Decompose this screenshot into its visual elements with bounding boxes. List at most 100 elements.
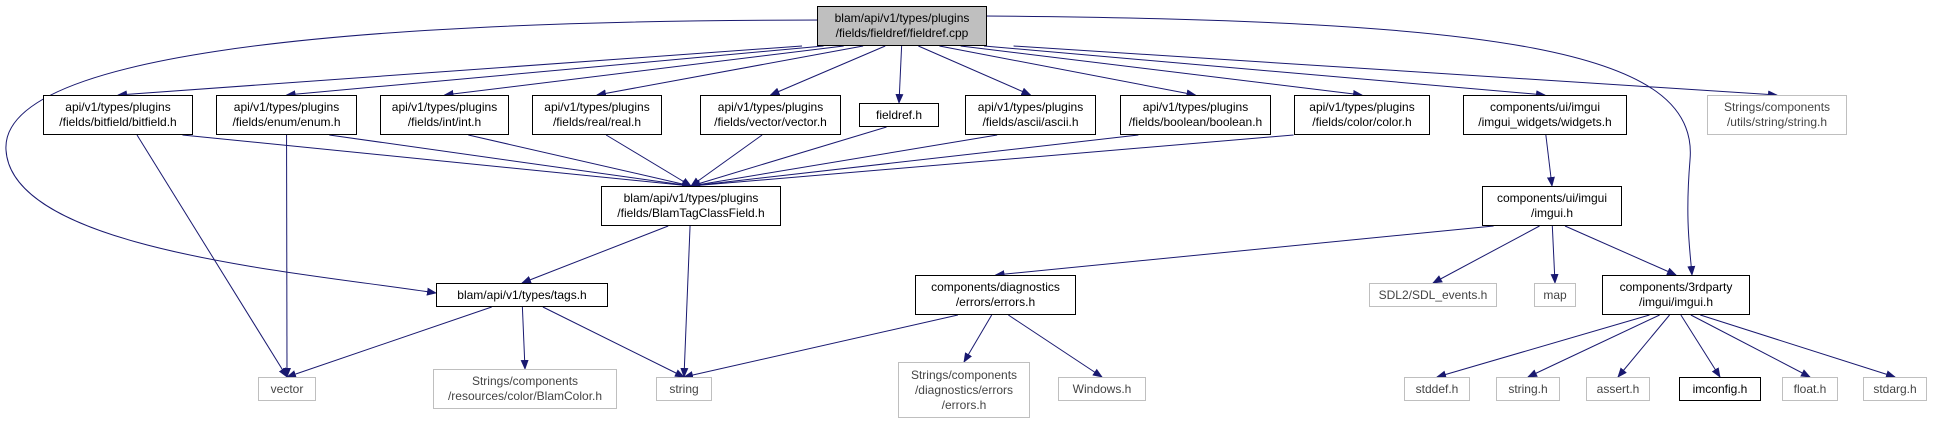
edge-tags-to-string_std <box>542 306 685 378</box>
node-label-line: /errors/errors.h <box>955 295 1036 309</box>
edge-color-to-blamtagclassfield <box>690 134 1294 190</box>
edge-imgui_h-to-imgui_3rd <box>1564 225 1677 276</box>
edge-tags-to-blamcolor <box>520 306 529 370</box>
edge-ascii-to-blamtagclassfield <box>690 134 998 189</box>
node-label-line: float.h <box>1793 381 1827 396</box>
node-assert-h[interactable]: assert.h <box>1586 377 1650 401</box>
edge-fieldref_cpp-to-int <box>443 45 844 98</box>
edge-blamtagclassfield-to-tags <box>521 225 669 284</box>
node-imgui-h[interactable]: components/ui/imgui/imgui.h <box>1482 186 1622 226</box>
node-label-line: /imgui/imgui.h <box>1638 295 1714 309</box>
node-enum-h[interactable]: api/v1/types/plugins/fields/enum/enum.h <box>216 95 357 135</box>
node-real-h[interactable]: api/v1/types/plugins/fields/real/real.h <box>532 95 662 135</box>
node-string-h[interactable]: string.h <box>1496 377 1560 401</box>
node-label-line: SDL2/SDL_events.h <box>1378 287 1488 302</box>
node-label-line: Strings/components <box>471 374 579 388</box>
node-label-line: api/v1/types/plugins <box>65 100 171 114</box>
node-label-line: blam/api/v1/types/plugins <box>623 191 759 205</box>
edge-imgui_3rd-to-stddef <box>1436 314 1650 379</box>
node-label-line: /fields/real/real.h <box>552 115 642 129</box>
node-blamtagclassfield-h[interactable]: blam/api/v1/types/plugins/fields/BlamTag… <box>601 186 781 226</box>
node-label-line: /fields/fieldref/fieldref.cpp <box>835 26 969 40</box>
node-label-line: /fields/vector/vector.h <box>714 115 827 129</box>
node-label-line: /fields/enum/enum.h <box>232 115 341 129</box>
node-label-line: /imgui.h <box>1530 206 1574 220</box>
node-label-line: stdarg.h <box>1873 381 1917 396</box>
edge-fieldref_h-to-blamtagclassfield <box>690 126 887 188</box>
node-label-line: /utils/string/string.h <box>1726 115 1828 129</box>
edge-fieldref_cpp-to-fieldref_h <box>895 45 904 104</box>
node-widgets-h[interactable]: components/ui/imgui/imgui_widgets/widget… <box>1463 95 1627 135</box>
node-label-line: blam/api/v1/types/plugins <box>834 11 970 25</box>
edge-enum-to-blamtagclassfield <box>329 134 692 189</box>
node-vector-h[interactable]: api/v1/types/plugins/fields/vector/vecto… <box>700 95 841 135</box>
node-label-line: /fields/color/color.h <box>1312 115 1412 129</box>
edge-fieldref_cpp-to-widgets <box>983 45 1546 99</box>
node-label-line: string.h <box>1508 381 1548 396</box>
edge-fieldref_cpp-to-enum <box>285 45 824 99</box>
node-label-line: Windows.h <box>1072 381 1132 396</box>
node-label-line: components/ui/imgui <box>1489 100 1601 114</box>
node-label-line: /errors.h <box>941 397 987 412</box>
edge-tags-to-vector_std <box>286 306 492 378</box>
edge-fieldref_cpp-to-bitfield <box>117 45 803 99</box>
edge-fieldref_cpp-to-ascii <box>918 45 1032 96</box>
edge-fieldref_cpp-to-real <box>596 45 864 98</box>
node-label-line: map <box>1543 287 1567 302</box>
node-label-line: imconfig.h <box>1692 381 1748 396</box>
edge-imgui_h-to-map <box>1550 225 1559 284</box>
edge-fieldref_cpp-to-imgui_3rd <box>982 15 1696 276</box>
node-float-h[interactable]: float.h <box>1782 377 1838 401</box>
node-bitfield-h[interactable]: api/v1/types/plugins/fields/bitfield/bit… <box>43 95 193 135</box>
node-boolean-h[interactable]: api/v1/types/plugins/fields/boolean/bool… <box>1120 95 1271 135</box>
node-label-line: stddef.h <box>1415 381 1459 396</box>
node-label-line: /fields/int/int.h <box>407 115 482 129</box>
edge-vector_h-to-blamtagclassfield <box>690 134 763 187</box>
edge-boolean-to-blamtagclassfield <box>690 134 1139 189</box>
node-windows-h[interactable]: Windows.h <box>1058 377 1146 401</box>
node-stdarg-h[interactable]: stdarg.h <box>1863 377 1927 401</box>
node-ascii-h[interactable]: api/v1/types/plugins/fields/ascii/ascii.… <box>965 95 1096 135</box>
node-label-line: components/diagnostics <box>931 280 1060 294</box>
node-color-h[interactable]: api/v1/types/plugins/fields/color/color.… <box>1294 95 1430 135</box>
node-label-line: /resources/color/BlamColor.h <box>447 389 603 403</box>
node-label-line: api/v1/types/plugins <box>1309 100 1415 114</box>
edge-imgui_3rd-to-float <box>1690 314 1811 378</box>
edge-imgui_3rd-to-string_h <box>1527 314 1660 378</box>
node-int-h[interactable]: api/v1/types/plugins/fields/int/int.h <box>380 95 509 135</box>
node-label-line: api/v1/types/plugins <box>233 100 340 114</box>
node-errors-h[interactable]: components/diagnostics/errors/errors.h <box>915 275 1076 315</box>
node-vector-std[interactable]: vector <box>258 377 316 401</box>
edge-errors_h-to-string_std <box>683 314 958 379</box>
node-fieldref-cpp[interactable]: blam/api/v1/types/plugins/fields/fieldre… <box>817 6 987 46</box>
node-label-line: assert.h <box>1596 381 1640 396</box>
edge-imgui_3rd-to-imconfig <box>1680 314 1721 378</box>
node-imgui-3rdparty-h[interactable]: components/3rdparty/imgui/imgui.h <box>1602 275 1750 315</box>
node-string-h-components[interactable]: Strings/components/utils/string/string.h <box>1707 95 1847 135</box>
node-label-line: /imgui_widgets/widgets.h <box>1478 115 1612 129</box>
node-map[interactable]: map <box>1534 283 1576 307</box>
node-label-line: fieldref.h <box>875 107 923 122</box>
node-label-line: api/v1/types/plugins <box>544 100 650 114</box>
node-string-std[interactable]: string <box>656 377 712 401</box>
node-blamcolor-h[interactable]: Strings/components/resources/color/BlamC… <box>433 369 617 409</box>
node-sdl-events-h[interactable]: SDL2/SDL_events.h <box>1369 283 1497 307</box>
edge-fieldref_cpp-to-tags <box>5 19 828 296</box>
edge-imgui_h-to-sdl_events <box>1432 225 1540 284</box>
node-errors-strings-h[interactable]: Strings/components/diagnostics/errors/er… <box>898 362 1030 418</box>
node-label-line: blam/api/v1/types/tags.h <box>457 287 587 302</box>
node-label-line: Strings/components <box>910 367 1018 382</box>
edge-widgets-to-imgui_h <box>1545 134 1555 187</box>
node-label-line: /fields/BlamTagClassField.h <box>617 206 765 220</box>
node-label-line: api/v1/types/plugins <box>977 100 1084 114</box>
node-tags-h[interactable]: blam/api/v1/types/tags.h <box>436 283 608 307</box>
node-fieldref-h[interactable]: fieldref.h <box>859 103 939 127</box>
node-label-line: components/3rdparty <box>1619 280 1733 294</box>
node-stddef-h[interactable]: stddef.h <box>1404 377 1470 401</box>
node-imconfig-h[interactable]: imconfig.h <box>1679 377 1761 401</box>
edge-imgui_h-to-errors_h <box>994 225 1494 279</box>
edge-blamtagclassfield-to-string_std <box>680 225 691 378</box>
edge-real-to-blamtagclassfield <box>605 134 692 187</box>
node-label-line: components/ui/imgui <box>1496 191 1608 205</box>
